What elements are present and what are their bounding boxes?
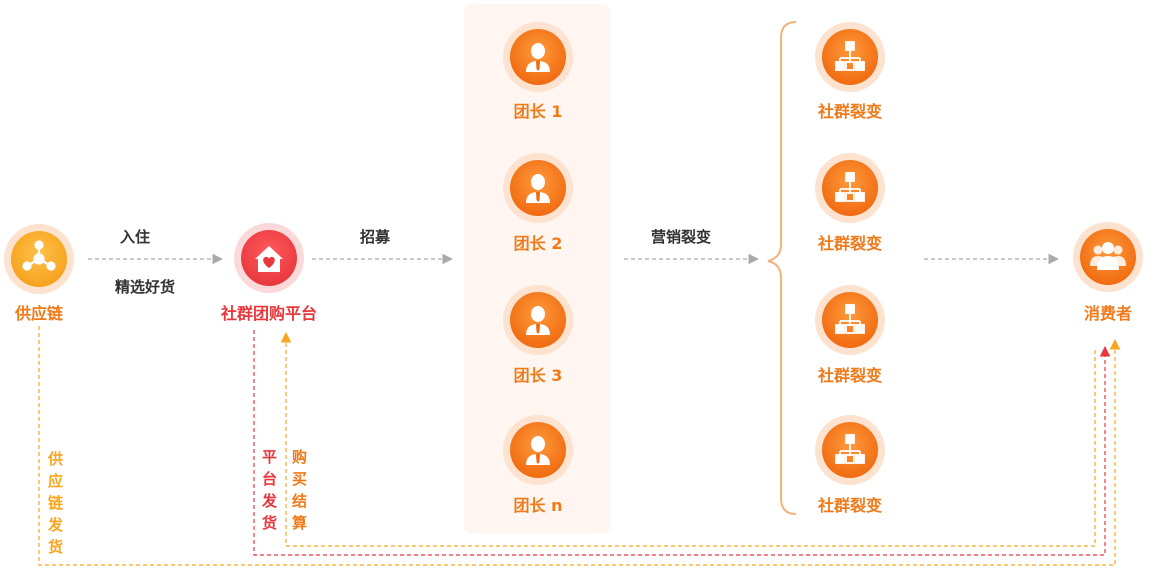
fission-label: 社群裂变 bbox=[817, 102, 883, 121]
edge-label-recruit: 招募 bbox=[359, 228, 391, 246]
platform-label: 社群团购平台 bbox=[220, 304, 318, 323]
org-chart-icon bbox=[835, 172, 865, 202]
supply-chain-ship-line bbox=[38, 326, 1121, 566]
leader-label: 团长 1 bbox=[513, 102, 563, 121]
leader-label: 团长 3 bbox=[513, 366, 563, 385]
fission-brace bbox=[767, 21, 797, 515]
edge-label-marketing-fission: 营销裂变 bbox=[650, 228, 712, 246]
leader-nodes bbox=[503, 22, 573, 485]
person-tie-icon bbox=[526, 43, 550, 72]
supply-chain-label: 供应链 bbox=[14, 304, 64, 323]
supply-chain-node bbox=[4, 224, 74, 294]
consumer-node bbox=[1073, 222, 1143, 292]
person-tie-icon bbox=[526, 306, 550, 335]
fission-label: 社群裂变 bbox=[817, 496, 883, 515]
leader-label: 团长 2 bbox=[513, 234, 563, 253]
org-chart-icon bbox=[835, 434, 865, 464]
fission-node bbox=[815, 415, 885, 485]
purchase-settle-label: 购买结算 bbox=[292, 448, 308, 532]
platform-ship-line bbox=[253, 330, 1111, 556]
consumer-label: 消费者 bbox=[1083, 304, 1133, 323]
person-tie-icon bbox=[526, 436, 550, 465]
fission-label: 社群裂变 bbox=[817, 366, 883, 385]
platform-ship-label: 平台发货 bbox=[262, 448, 278, 532]
supply-chain-ship-label: 供应链发货 bbox=[48, 450, 64, 556]
network-icon bbox=[22, 240, 56, 271]
leader-node bbox=[503, 285, 573, 355]
fission-label: 社群裂变 bbox=[817, 234, 883, 253]
org-chart-icon bbox=[835, 304, 865, 334]
platform-node bbox=[234, 223, 304, 293]
edge-label-select-goods: 精选好货 bbox=[114, 278, 176, 296]
fission-nodes bbox=[815, 22, 885, 485]
leader-node bbox=[503, 153, 573, 223]
leader-label: 团长 n bbox=[513, 496, 563, 515]
leader-node bbox=[503, 22, 573, 92]
edge-label-settle-in: 入住 bbox=[119, 228, 151, 246]
person-tie-icon bbox=[526, 174, 550, 203]
leader-node bbox=[503, 415, 573, 485]
purchase-settle-line bbox=[280, 331, 1096, 547]
fission-node bbox=[815, 153, 885, 223]
fission-node bbox=[815, 285, 885, 355]
users-icon bbox=[1090, 242, 1126, 270]
fission-node bbox=[815, 22, 885, 92]
org-chart-icon bbox=[835, 41, 865, 71]
home-heart-icon bbox=[255, 246, 283, 272]
